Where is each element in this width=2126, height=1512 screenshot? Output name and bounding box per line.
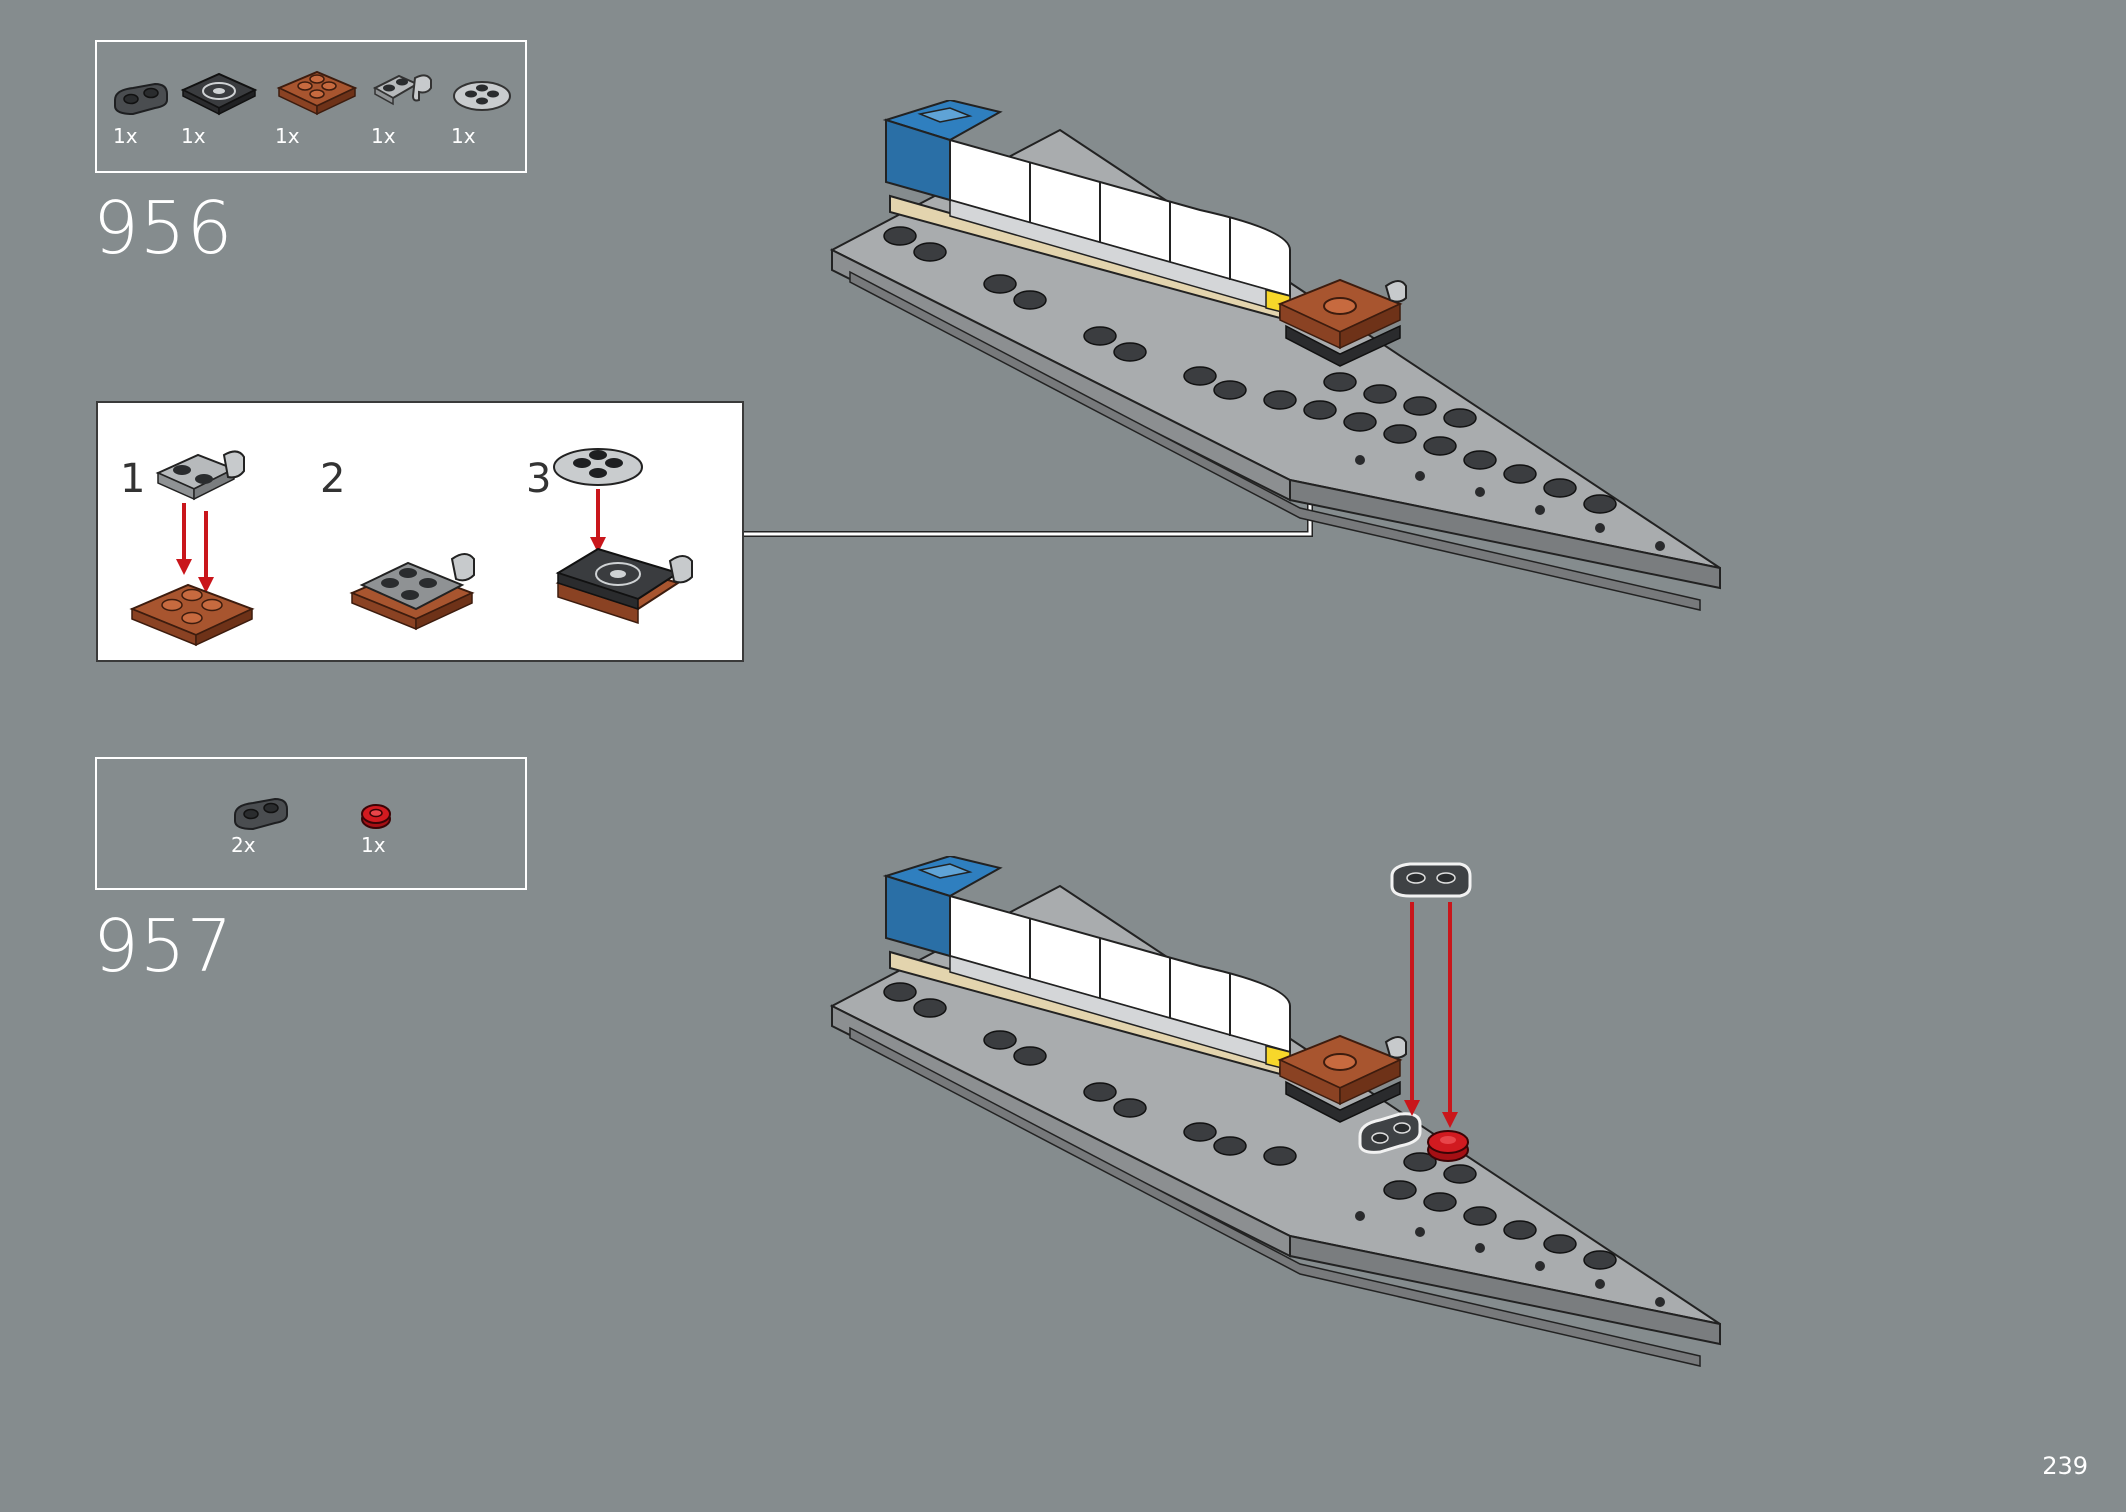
dark-gray-round-plate-icon bbox=[111, 80, 171, 120]
substep-3-illustration bbox=[552, 433, 722, 653]
substep-number: 2 bbox=[320, 456, 346, 502]
parts-list-957: 2x 1x bbox=[95, 757, 527, 890]
parts-list-956: 1x 1x 1x 1x bbox=[95, 40, 527, 173]
model-illustration-956 bbox=[820, 98, 1780, 660]
substep-1-illustration bbox=[128, 433, 298, 653]
red-round-plate-icon bbox=[359, 801, 393, 831]
light-gray-clip-plate-icon bbox=[369, 64, 439, 116]
substep-2-illustration bbox=[348, 523, 498, 653]
dark-gray-round-plate-icon bbox=[231, 795, 291, 835]
substep-number: 1 bbox=[120, 456, 146, 502]
reddish-brown-plate-icon bbox=[275, 62, 359, 118]
qty-label: 1x bbox=[451, 124, 476, 148]
model-illustration-957 bbox=[820, 854, 1780, 1416]
qty-label: 1x bbox=[181, 124, 206, 148]
subassembly-callout: 1 2 3 bbox=[96, 401, 744, 662]
substep-number: 3 bbox=[526, 456, 552, 502]
qty-label: 2x bbox=[231, 833, 256, 857]
black-turntable-plate-icon bbox=[179, 68, 259, 118]
step-number-956: 956 bbox=[93, 186, 234, 270]
page-number: 239 bbox=[2042, 1452, 2088, 1480]
qty-label: 1x bbox=[371, 124, 396, 148]
step-number-957: 957 bbox=[93, 904, 234, 988]
qty-label: 1x bbox=[361, 833, 386, 857]
qty-label: 1x bbox=[113, 124, 138, 148]
light-gray-round-plate-icon bbox=[449, 68, 515, 118]
qty-label: 1x bbox=[275, 124, 300, 148]
